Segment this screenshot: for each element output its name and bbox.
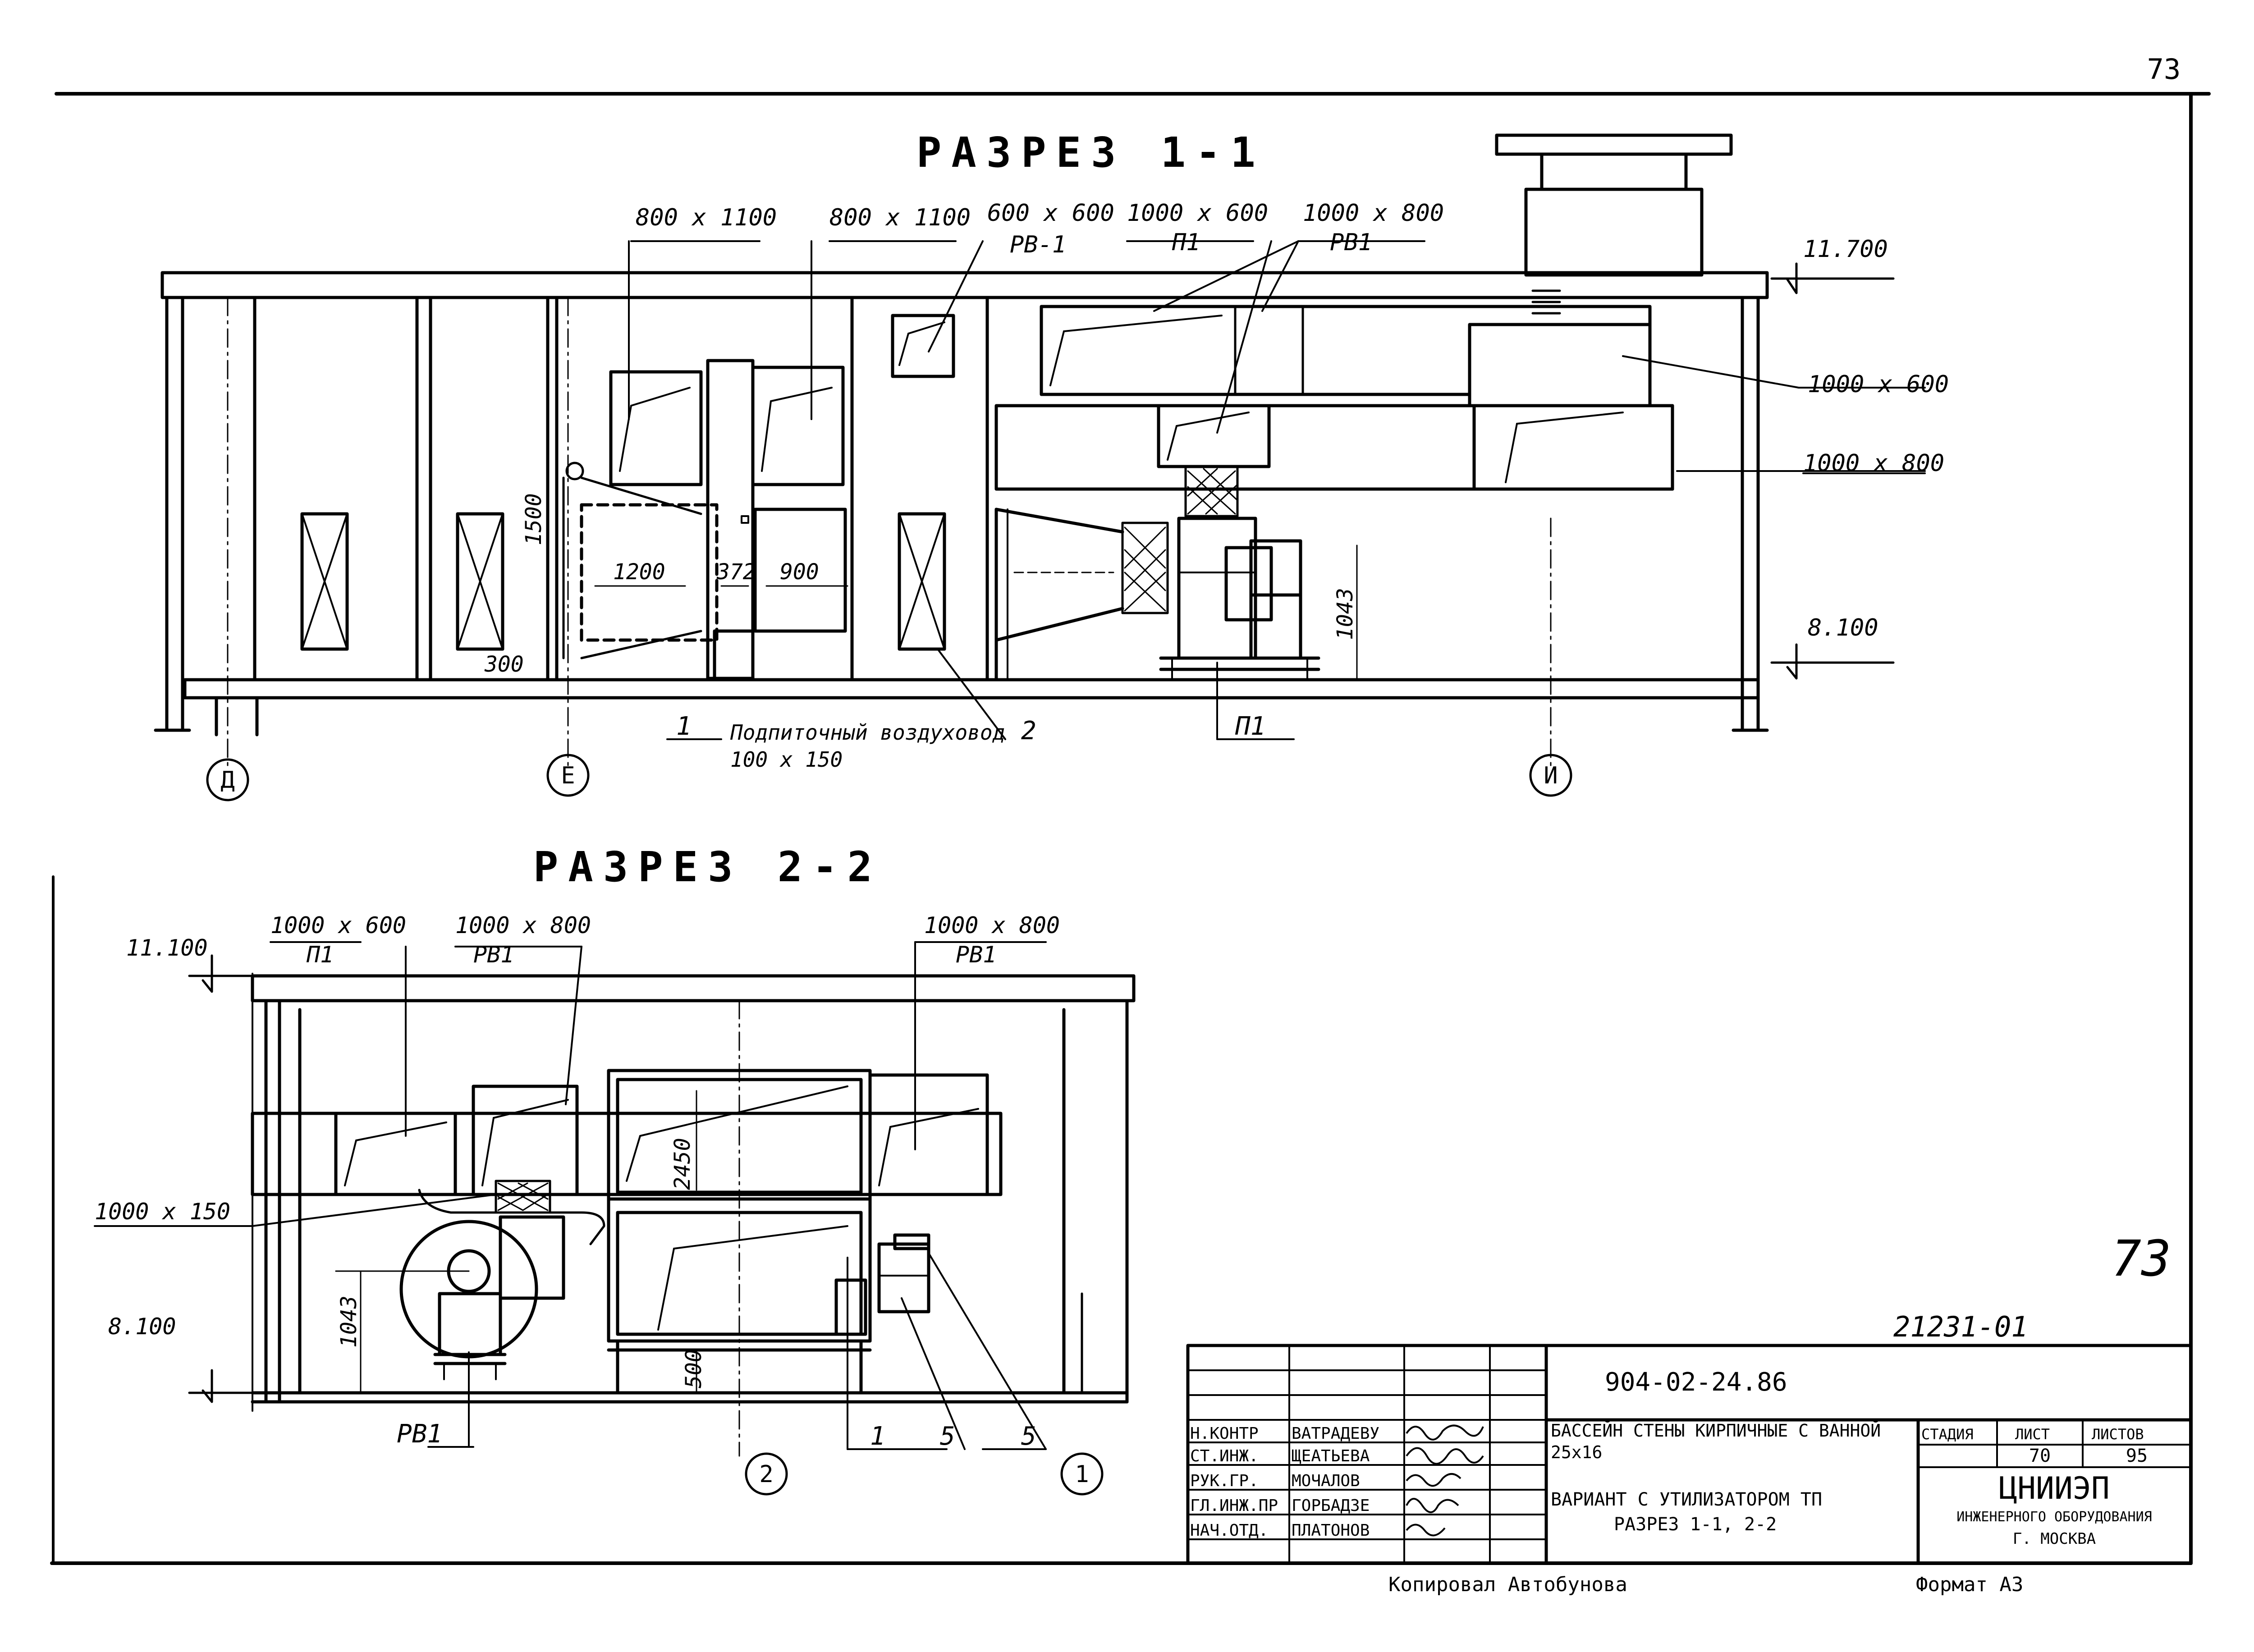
dim-1043-s2: 1043 [336,1295,362,1348]
duct-label-rv1-right-s2: РВ1 [956,942,996,968]
organization-name: ЦНИИЭП [1999,1471,2110,1506]
role-nach-otd: НАЧ.ОТД. [1190,1521,1268,1540]
makeup-air-note-box: Подпиточный воздуховод 100 х 150 [730,720,1005,772]
duct-label-800x1100-left: 800 х 1100 [636,204,777,231]
duct-label-rv-1: РВ-1 [1010,231,1066,258]
sheets-total: 95 [2126,1446,2148,1466]
axis-i: И [1544,762,1558,789]
duct-label-1000x150: 1000 х 150 [95,1199,230,1225]
callout-5b-s2: 5 [1021,1422,1036,1451]
axis-e: Е [561,762,575,789]
axis-d: Д [220,767,234,794]
duct-label-600x600: 600 х 600 [987,200,1114,227]
callout-1-s2: 1 [870,1422,885,1451]
sheet-label: ЛИСТ [2015,1426,2050,1443]
role-n-kontr: Н.КОНТР [1190,1424,1259,1443]
handwritten-signatures [1406,1424,1484,1537]
duct-label-1000x600-p1-s2: 1000 х 600 [270,912,406,938]
document-code: 904-02-24.86 [1605,1368,1787,1397]
duct-label-1000x800-right-s2: 1000 х 800 [924,912,1060,938]
callout-1: 1 [676,712,692,741]
stage-label: СТАДИЯ [1921,1426,1974,1443]
page-number-handwritten: 73 [2112,1230,2171,1287]
project-title: БАССЕЙН СТЕНЫ КИРПИЧНЫЕ С ВАННОЙ 25х16 [1551,1421,1881,1462]
axis-2: 2 [759,1461,773,1488]
role-st-inzh: СТ.ИНЖ. [1190,1447,1259,1465]
duct-label-1000x800-rv1: 1000 х 800 [1303,200,1444,227]
duct-label-800x1100-right: 800 х 1100 [829,204,971,231]
section-1-levels: 11.700 8.100 [1803,236,1888,641]
section-2-title: РАЗРЕЗ 2-2 [533,843,882,891]
level-mark-top-s2: 11.100 [126,935,208,961]
duct-label-1000x600-p1: 1000 х 600 [1127,200,1268,227]
dim-372: 372 [716,559,756,585]
section-1-axes: Д Е И [220,762,1558,794]
section-2-dimensions: 2450 1043 500 [336,1138,706,1388]
duct-label-1000x800-s2: 1000 х 800 [455,912,591,938]
page-number-top: 73 [2147,53,2181,86]
role-gl-inzh-pr: ГЛ.ИНЖ.ПР [1190,1496,1278,1515]
section-1-duct-labels: 800 х 1100 800 х 1100 600 х 600 РВ-1 100… [636,200,1949,477]
section-1-title: РАЗРЕЗ 1-1 [916,128,1265,177]
dim-2450: 2450 [670,1138,695,1190]
signature-names: ВАТРАДЕВУ ЩЕАТЬЕВА МОЧАЛОВ ГОРБАДЗЕ ПЛАТ… [1292,1424,1379,1540]
level-mark-top: 11.700 [1803,236,1888,263]
role-ruk-gr: РУК.ГР. [1190,1472,1259,1490]
sheet-format: Формат А3 [1916,1573,2023,1596]
name-5: ПЛАТОНОВ [1292,1521,1370,1540]
name-2: ЩЕАТЬЕВА [1292,1447,1370,1465]
section-2-callouts: РВ1 1 5 5 [397,1419,1036,1451]
duct-label-rv1: РВ1 [1330,229,1372,256]
section-1-callouts: 1 2 П1 [676,712,1265,746]
name-4: ГОРБАДЗЕ [1292,1496,1370,1515]
callout-rv1-s2: РВ1 [397,1419,442,1449]
duct-label-1000x800-right: 1000 х 800 [1803,450,1944,477]
callout-2: 2 [1021,716,1036,746]
duct-label-p1: П1 [1172,229,1200,256]
callout-p1: П1 [1235,712,1265,741]
project-title-box: БАССЕЙН СТЕНЫ КИРПИЧНЫЕ С ВАННОЙ 25х16 [1551,1421,1881,1462]
makeup-air-duct-note: Подпиточный воздуховод 100 х 150 [730,720,1005,772]
axis-1: 1 [1075,1461,1089,1488]
duct-label-p1-s2: П1 [306,942,334,968]
sheets-label: ЛИСТОВ [2092,1426,2144,1443]
dim-500: 500 [681,1349,706,1388]
name-3: МОЧАЛОВ [1292,1472,1360,1490]
organization-subtitle: ИНЖЕНЕРНОГО ОБОРУДОВАНИЯ [1956,1509,2152,1525]
dim-1043: 1043 [1333,588,1358,640]
sheet-title-line-1: ВАРИАНТ С УТИЛИЗАТОРОМ ТП [1551,1489,1822,1510]
duct-label-rv1-s2: РВ1 [473,942,514,968]
dim-300: 300 [484,652,524,677]
level-mark-floor: 8.100 [1808,614,1878,641]
organization-city: Г. МОСКВА [2013,1530,2096,1548]
section-2-levels: 11.100 8.100 [108,935,208,1340]
archive-number: 21231-01 [1893,1310,2028,1343]
section-2-axes: 2 1 [759,1461,1089,1488]
section-1-1-drawing [154,133,1926,801]
copied-by-note: Копировал Автобунова [1388,1573,1627,1596]
dim-1200: 1200 [613,559,665,585]
sheet-number: 70 [2029,1446,2051,1466]
sheet-frame [50,92,2211,1565]
sheet-title-line-2: РАЗРЕЗ 1-1, 2-2 [1614,1514,1777,1535]
callout-5a-s2: 5 [940,1422,955,1451]
dim-900: 900 [780,559,819,585]
title-block-frame [1186,1344,2193,1565]
section-2-2-drawing [94,941,1136,1496]
section-1-dimensions: 1500 1200 372 900 300 1043 [484,493,1358,677]
dim-1500: 1500 [521,493,546,545]
name-1: ВАТРАДЕВУ [1292,1424,1379,1443]
section-2-duct-labels: 1000 х 600 П1 1000 х 800 РВ1 1000 х 800 … [95,912,1060,1225]
level-mark-floor-s2: 8.100 [108,1313,176,1340]
duct-label-1000x600-right: 1000 х 600 [1808,371,1949,398]
signature-roles: Н.КОНТР СТ.ИНЖ. РУК.ГР. ГЛ.ИНЖ.ПР НАЧ.ОТ… [1190,1424,1278,1540]
